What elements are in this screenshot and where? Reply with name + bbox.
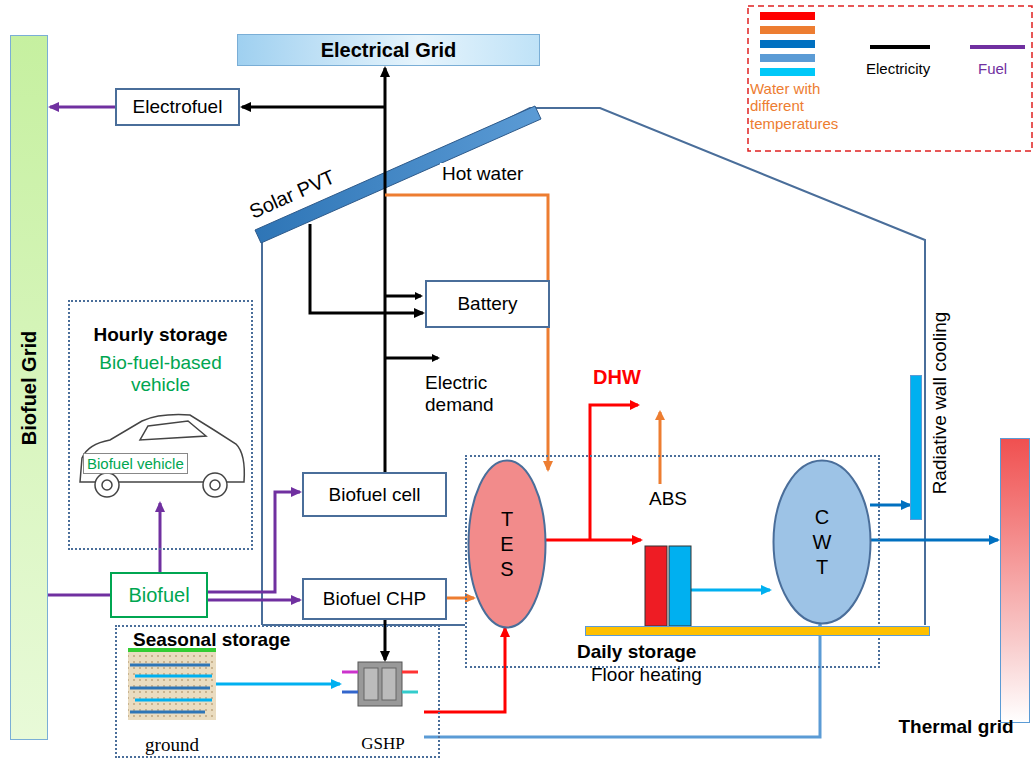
tank-ellipse: T E S <box>467 459 547 629</box>
connector <box>159 503 162 572</box>
legend-bar <box>760 26 815 34</box>
ellipse <box>774 461 871 624</box>
edge-label: Hot water <box>440 163 525 185</box>
storage-group: Daily storage T E S ABS C W T <box>465 455 880 668</box>
legend-line <box>970 45 1025 49</box>
grid-band: Biofuel Grid <box>10 35 48 740</box>
process-box: Biofuel cell <box>302 472 447 517</box>
node-text: ground <box>145 734 199 756</box>
bar <box>585 626 930 636</box>
node-text: T E S <box>497 507 517 582</box>
connector <box>384 68 387 472</box>
connector <box>690 589 770 592</box>
wire <box>385 357 438 360</box>
node-text: Biofuel CHP <box>323 588 427 610</box>
connector <box>310 224 423 313</box>
node-text: Biofuel Grid <box>18 330 41 444</box>
node-text: Radiative wall cooling <box>929 311 951 494</box>
connector <box>447 597 474 600</box>
legend-text: Water with different temperatures <box>750 80 860 132</box>
node-text: Floor heating <box>591 664 702 686</box>
node-text: Biofuel <box>128 584 189 607</box>
process-box: Battery <box>425 280 550 328</box>
legend-frame <box>748 6 1032 151</box>
gshp-icon <box>342 662 418 706</box>
connector <box>545 539 641 542</box>
connector <box>50 106 115 109</box>
legend-bar <box>760 40 815 48</box>
wire <box>385 295 421 298</box>
grid-band: Electrical Grid <box>237 34 540 66</box>
dhw-pipe <box>659 412 662 484</box>
dhw-pipe <box>590 405 638 540</box>
node-text: C W T <box>812 505 832 580</box>
absorption-chiller: ABS <box>640 488 696 628</box>
floor-heating: Floor heating <box>585 624 930 686</box>
output-label: DHW <box>593 366 641 389</box>
connector <box>870 539 998 542</box>
node-text: Battery <box>457 293 517 315</box>
cold-side <box>669 546 691 626</box>
hot-side <box>645 546 667 626</box>
connector <box>48 594 110 597</box>
connector <box>242 106 385 109</box>
node-text: Biofuel cell <box>329 484 421 506</box>
node-text: Hourly storage <box>93 324 227 346</box>
legend-bar <box>760 54 815 62</box>
storage-group: Hourly storageBio-fuel-based vehicleBiof… <box>68 300 253 550</box>
connector <box>870 504 910 507</box>
node-text: Daily storage <box>577 641 696 663</box>
ground-icon <box>128 648 216 720</box>
node-text: GSHP <box>361 734 404 754</box>
vehicle: Biofuel vehicle <box>77 417 247 507</box>
connector <box>208 492 300 592</box>
node-text: Seasonal storage <box>133 629 290 651</box>
bar <box>1000 438 1030 723</box>
connector <box>208 599 300 602</box>
fuel-box: Biofuel <box>110 572 208 618</box>
ellipse <box>469 461 546 628</box>
bar <box>910 375 922 520</box>
storage-group: Seasonal storage ground GSHP <box>115 625 440 758</box>
process-box: Electrofuel <box>115 88 240 126</box>
ground-node: ground <box>122 648 222 756</box>
node-text: Biofuel vehicle <box>83 453 188 474</box>
node-text: Thermal grid <box>898 716 1013 738</box>
load-label: Electric demand <box>425 372 520 416</box>
cooling-wall: Radiative wall cooling <box>906 280 958 525</box>
connector <box>216 683 340 686</box>
legend-text: Electricity <box>866 60 946 77</box>
pvt-panel <box>255 106 541 243</box>
node-text: Electrical Grid <box>321 39 457 62</box>
node-text: ABS <box>649 488 687 510</box>
legend-line <box>870 45 930 49</box>
heat-pump: GSHP <box>340 650 426 754</box>
legend-bar <box>760 68 815 76</box>
node-text: Bio-fuel-based vehicle <box>70 352 251 396</box>
tank-ellipse: C W T <box>772 459 872 625</box>
thermal-grid: Thermal grid <box>880 438 1032 738</box>
node-text: Electrofuel <box>133 96 223 118</box>
connector <box>385 195 548 470</box>
connector <box>424 624 820 737</box>
legend-swatch <box>760 12 815 20</box>
process-box: Biofuel CHP <box>302 578 447 620</box>
legend-text: Fuel <box>978 60 1028 77</box>
car-icon <box>80 415 244 497</box>
